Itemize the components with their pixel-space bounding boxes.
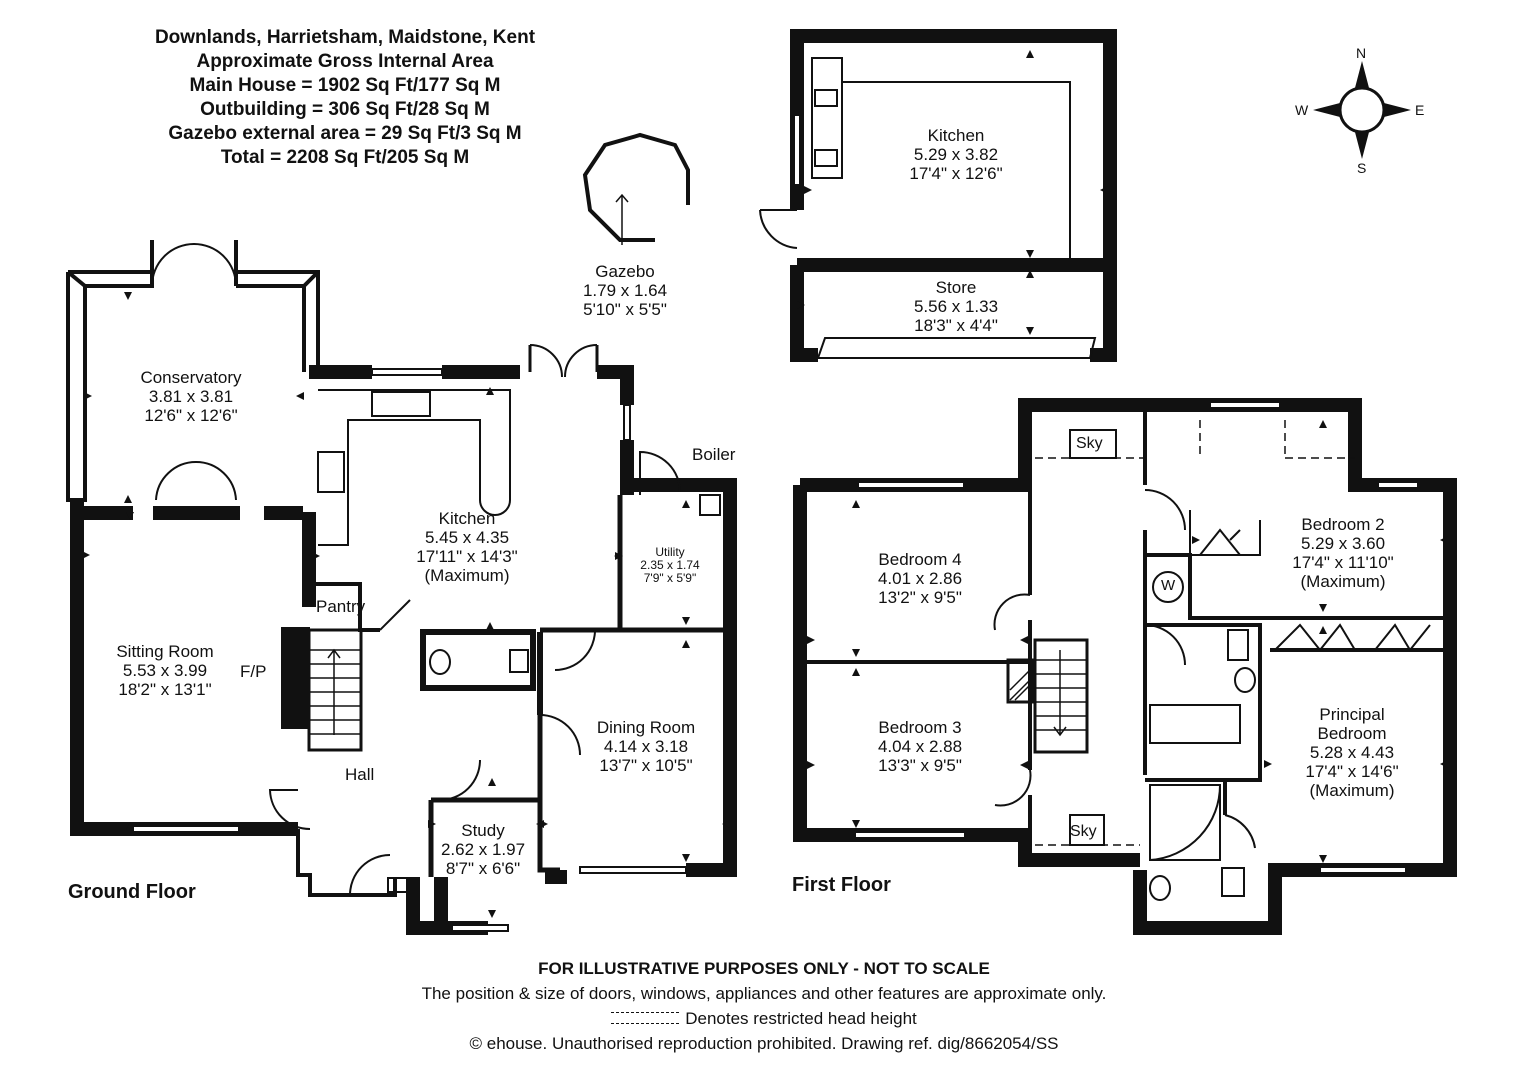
- first-floor-label: First Floor: [792, 874, 891, 896]
- room-imperial: 18'3" x 4'4": [914, 316, 998, 335]
- boiler-label: Boiler: [692, 445, 736, 464]
- room-metric: 5.53 x 3.99: [122, 661, 208, 680]
- room-note: (Maximum): [1309, 781, 1395, 800]
- room-note: (Maximum): [424, 566, 510, 585]
- room-bedroom-4: Bedroom 4 4.01 x 2.86 13'2" x 9'5": [878, 550, 962, 607]
- property-address: Downlands, Harrietsham, Maidstone, Kent: [154, 27, 536, 48]
- room-imperial: 17'4" x 14'6": [1305, 762, 1399, 781]
- room-metric: 2.35 x 1.74: [640, 558, 700, 572]
- area-title: Approximate Gross Internal Area: [196, 51, 494, 72]
- copyright-text: © ehouse. Unauthorised reproduction proh…: [469, 1034, 1059, 1053]
- skylight-label: Sky: [1076, 435, 1103, 452]
- outbuilding-walls: [790, 29, 1117, 362]
- room-name: Kitchen: [927, 126, 985, 145]
- room-metric: 4.01 x 2.86: [877, 569, 963, 588]
- room-name: Kitchen: [438, 509, 496, 528]
- room-name: Store: [935, 278, 977, 297]
- room-metric: 5.56 x 1.33: [913, 297, 999, 316]
- washing-machine-label: W: [1161, 577, 1176, 594]
- header-block: Downlands, Harrietsham, Maidstone, Kent …: [80, 26, 610, 170]
- room-name: Bedroom 2: [1301, 515, 1385, 534]
- room-metric: 5.29 x 3.82: [913, 145, 999, 164]
- ground-floor-walls-thin: [66, 240, 730, 897]
- disclaimer-text: FOR ILLUSTRATIVE PURPOSES ONLY - NOT TO …: [538, 959, 990, 978]
- room-name: Sitting Room: [116, 642, 214, 661]
- room-sitting: Sitting Room 5.53 x 3.99 18'2" x 13'1": [116, 642, 213, 699]
- room-imperial: 17'4" x 11'10": [1292, 553, 1394, 572]
- outbuilding-area: Outbuilding = 306 Sq Ft/28 Sq M: [200, 99, 490, 120]
- room-principal-bedroom: Principal Bedroom 5.28 x 4.43 17'4" x 14…: [1305, 705, 1398, 800]
- room-outbuilding-kitchen: Kitchen 5.29 x 3.82 17'4" x 12'6": [909, 126, 1002, 183]
- skylight-label: Sky: [1070, 823, 1097, 840]
- room-metric: 4.04 x 2.88: [877, 737, 963, 756]
- compass-south: S: [1357, 160, 1367, 176]
- hall-label: Hall: [345, 765, 375, 784]
- main-house-area: Main House = 1902 Sq Ft/177 Sq M: [189, 75, 501, 96]
- room-name: Dining Room: [596, 718, 696, 737]
- ground-floor-windows: [132, 368, 687, 932]
- room-conservatory: Conservatory 3.81 x 3.81 12'6" x 12'6": [140, 368, 241, 425]
- room-imperial: 17'11" x 14'3": [416, 547, 518, 566]
- footer-block: FOR ILLUSTRATIVE PURPOSES ONLY - NOT TO …: [0, 956, 1528, 1056]
- compass-west: W: [1295, 102, 1309, 118]
- restricted-head-height-lines: [1035, 420, 1355, 846]
- room-name: Study: [461, 821, 505, 840]
- approximate-note: The position & size of doors, windows, a…: [421, 984, 1107, 1003]
- room-name: Gazebo: [595, 262, 655, 281]
- gazebo-area: Gazebo external area = 29 Sq Ft/3 Sq M: [168, 123, 522, 144]
- pantry-label: Pantry: [316, 597, 366, 616]
- room-bedroom-2: Bedroom 2 5.29 x 3.60 17'4" x 11'10" (Ma…: [1292, 515, 1393, 591]
- room-study: Study 2.62 x 1.97 8'7" x 6'6": [441, 821, 525, 878]
- room-name: Principal: [1319, 705, 1385, 724]
- room-metric: 4.14 x 3.18: [603, 737, 689, 756]
- room-name: Bedroom 3: [878, 718, 962, 737]
- room-metric: 5.28 x 4.43: [1309, 743, 1395, 762]
- fireplace-label: F/P: [240, 662, 267, 681]
- room-name: Utility: [655, 545, 685, 559]
- room-metric: 5.29 x 3.60: [1300, 534, 1386, 553]
- room-imperial: 13'2" x 9'5": [878, 588, 962, 607]
- room-kitchen: Kitchen 5.45 x 4.35 17'11" x 14'3" (Maxi…: [416, 509, 517, 585]
- room-imperial: 8'7" x 6'6": [445, 859, 521, 878]
- room-note: (Maximum): [1300, 572, 1386, 591]
- room-imperial: 5'10" x 5'5": [583, 300, 667, 319]
- room-bedroom-3: Bedroom 3 4.04 x 2.88 13'3" x 9'5": [878, 718, 962, 775]
- room-imperial: 17'4" x 12'6": [909, 164, 1003, 183]
- room-imperial: 18'2" x 13'1": [118, 680, 212, 699]
- first-floor-walls-thin: [807, 410, 1445, 901]
- room-metric: 5.45 x 4.35: [424, 528, 510, 547]
- room-metric: 1.79 x 1.64: [582, 281, 668, 300]
- total-area: Total = 2208 Sq Ft/205 Sq M: [220, 147, 470, 168]
- compass-east: E: [1415, 102, 1425, 118]
- room-metric: 2.62 x 1.97: [440, 840, 526, 859]
- legend-row: Denotes restricted head height: [0, 1006, 1528, 1031]
- room-dining: Dining Room 4.14 x 3.18 13'7" x 10'5": [597, 718, 695, 775]
- room-gazebo: Gazebo 1.79 x 1.64 5'10" x 5'5": [583, 262, 667, 319]
- dashed-line-legend-icon: [611, 1011, 680, 1024]
- room-imperial: 12'6" x 12'6": [144, 406, 238, 425]
- room-imperial: 7'9" x 5'9": [643, 571, 697, 585]
- room-utility: Utility 2.35 x 1.74 7'9" x 5'9": [640, 546, 699, 585]
- room-name: Conservatory: [140, 368, 242, 387]
- room-imperial: 13'7" x 10'5": [599, 756, 693, 775]
- room-name: Bedroom 4: [878, 550, 962, 569]
- room-imperial: 13'3" x 9'5": [878, 756, 962, 775]
- gazebo-shape: [582, 132, 690, 245]
- dimension-markers: [82, 50, 1448, 918]
- compass-rose: [1313, 61, 1411, 159]
- outbuilding-fittings: [759, 57, 1097, 359]
- legend-text: Denotes restricted head height: [685, 1009, 917, 1028]
- first-floor-walls: [793, 398, 1457, 935]
- room-metric: 3.81 x 3.81: [148, 387, 234, 406]
- room-store: Store 5.56 x 1.33 18'3" x 4'4": [914, 278, 998, 335]
- first-floor-windows: [854, 401, 1419, 874]
- room-name-line2: Bedroom: [1317, 724, 1387, 743]
- ground-floor-label: Ground Floor: [68, 881, 196, 903]
- compass-north: N: [1356, 45, 1367, 61]
